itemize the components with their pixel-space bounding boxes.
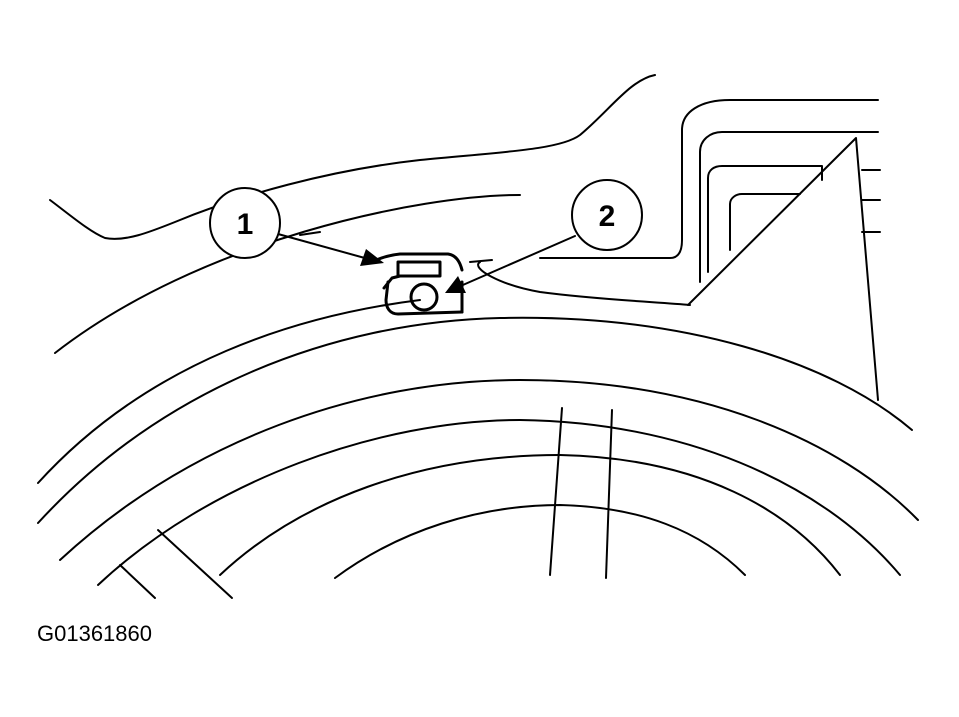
- inner-arc-3: [334, 504, 746, 579]
- figure-id-label: G01361860: [37, 621, 152, 646]
- callout-2: 2: [571, 179, 643, 251]
- right-housing-inner: [699, 131, 879, 283]
- leader-arrow-1: [277, 233, 384, 266]
- callout-1-label: 1: [237, 208, 254, 241]
- callout-1: 1: [209, 187, 281, 259]
- right-housing-pocket-inner: [729, 193, 801, 251]
- outer-arc-4: [59, 379, 919, 561]
- right-housing-pocket: [707, 165, 823, 273]
- outer-arc-3: [37, 316, 913, 524]
- fastener-hole: [409, 282, 439, 312]
- outer-arc-1: [54, 194, 521, 354]
- rib-center-1: [549, 407, 563, 576]
- rib-left-2: [119, 564, 156, 599]
- leader-arrow-2: [445, 235, 576, 293]
- inner-arc-1: [97, 419, 901, 586]
- triangular-bracket: [687, 137, 879, 401]
- inner-arc-2: [219, 454, 841, 576]
- callout-2-label: 2: [599, 200, 616, 233]
- housing-upper-edge: [49, 74, 656, 240]
- dashed-reference-line: [299, 231, 493, 263]
- outer-arc-2: [37, 299, 421, 484]
- retaining-clip: [370, 252, 464, 316]
- rib-center-2: [605, 409, 613, 579]
- rib-left-1: [157, 529, 233, 599]
- right-housing-outline: [477, 99, 879, 306]
